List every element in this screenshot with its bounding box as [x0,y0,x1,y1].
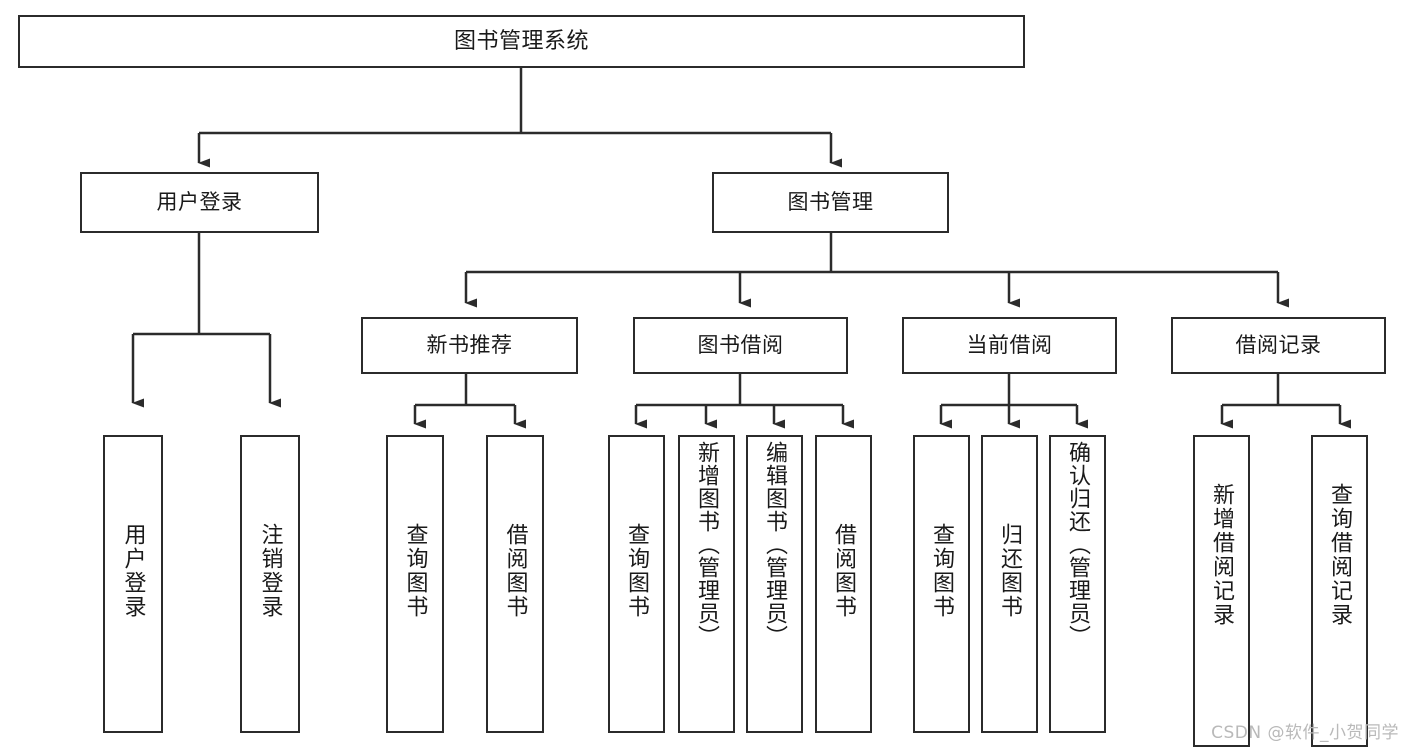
leaf-add-borrow-record[interactable]: 新增借阅记录 [1193,435,1250,747]
node-label: 查询借阅记录 [1327,483,1353,627]
node-label: 图书管理 [787,190,874,215]
node-label: 图书管理系统 [453,28,589,54]
leaf-user-login[interactable]: 用户登录 [103,435,163,733]
node-label: 借阅图书 [831,523,857,619]
node-label: 借阅图书 [502,523,528,619]
node-label: 查询图书 [929,523,955,619]
leaf-query-book-borrow[interactable]: 查询图书 [608,435,665,733]
leaf-edit-book-admin[interactable]: 编辑图书（管理员） [746,435,803,733]
leaf-borrow-book-new[interactable]: 借阅图书 [486,435,544,733]
leaf-return-book[interactable]: 归还图书 [981,435,1038,733]
leaf-logout[interactable]: 注销登录 [240,435,300,733]
node-label: 注销登录 [257,523,283,619]
node-book-management[interactable]: 图书管理 [712,172,949,233]
node-current-borrow[interactable]: 当前借阅 [902,317,1117,374]
node-label: 用户登录 [156,190,243,215]
node-user-login[interactable]: 用户登录 [80,172,319,233]
node-label: 归还图书 [997,523,1023,619]
node-label: 图书借阅 [697,333,784,358]
node-label: 查询图书 [624,523,650,619]
node-borrow-record[interactable]: 借阅记录 [1171,317,1386,374]
node-label: 新增图书（管理员） [694,441,720,648]
node-new-book-recommend[interactable]: 新书推荐 [361,317,578,374]
leaf-query-book-new[interactable]: 查询图书 [386,435,444,733]
leaf-query-book-current[interactable]: 查询图书 [913,435,970,733]
node-label: 用户登录 [120,523,146,619]
leaf-confirm-return-admin[interactable]: 确认归还（管理员） [1049,435,1106,733]
leaf-add-book-admin[interactable]: 新增图书（管理员） [678,435,735,733]
node-label: 借阅记录 [1235,333,1322,358]
leaf-borrow-book[interactable]: 借阅图书 [815,435,872,733]
node-label: 当前借阅 [966,333,1053,358]
node-label: 确认归还（管理员） [1065,441,1091,648]
node-root-system[interactable]: 图书管理系统 [18,15,1025,68]
node-label: 查询图书 [402,523,428,619]
node-label: 新书推荐 [426,333,513,358]
watermark-text: CSDN @软件_小贺同学 [1211,723,1399,743]
node-book-borrow[interactable]: 图书借阅 [633,317,848,374]
node-label: 新增借阅记录 [1209,483,1235,627]
node-label: 编辑图书（管理员） [762,441,788,648]
leaf-query-borrow-record[interactable]: 查询借阅记录 [1311,435,1368,747]
